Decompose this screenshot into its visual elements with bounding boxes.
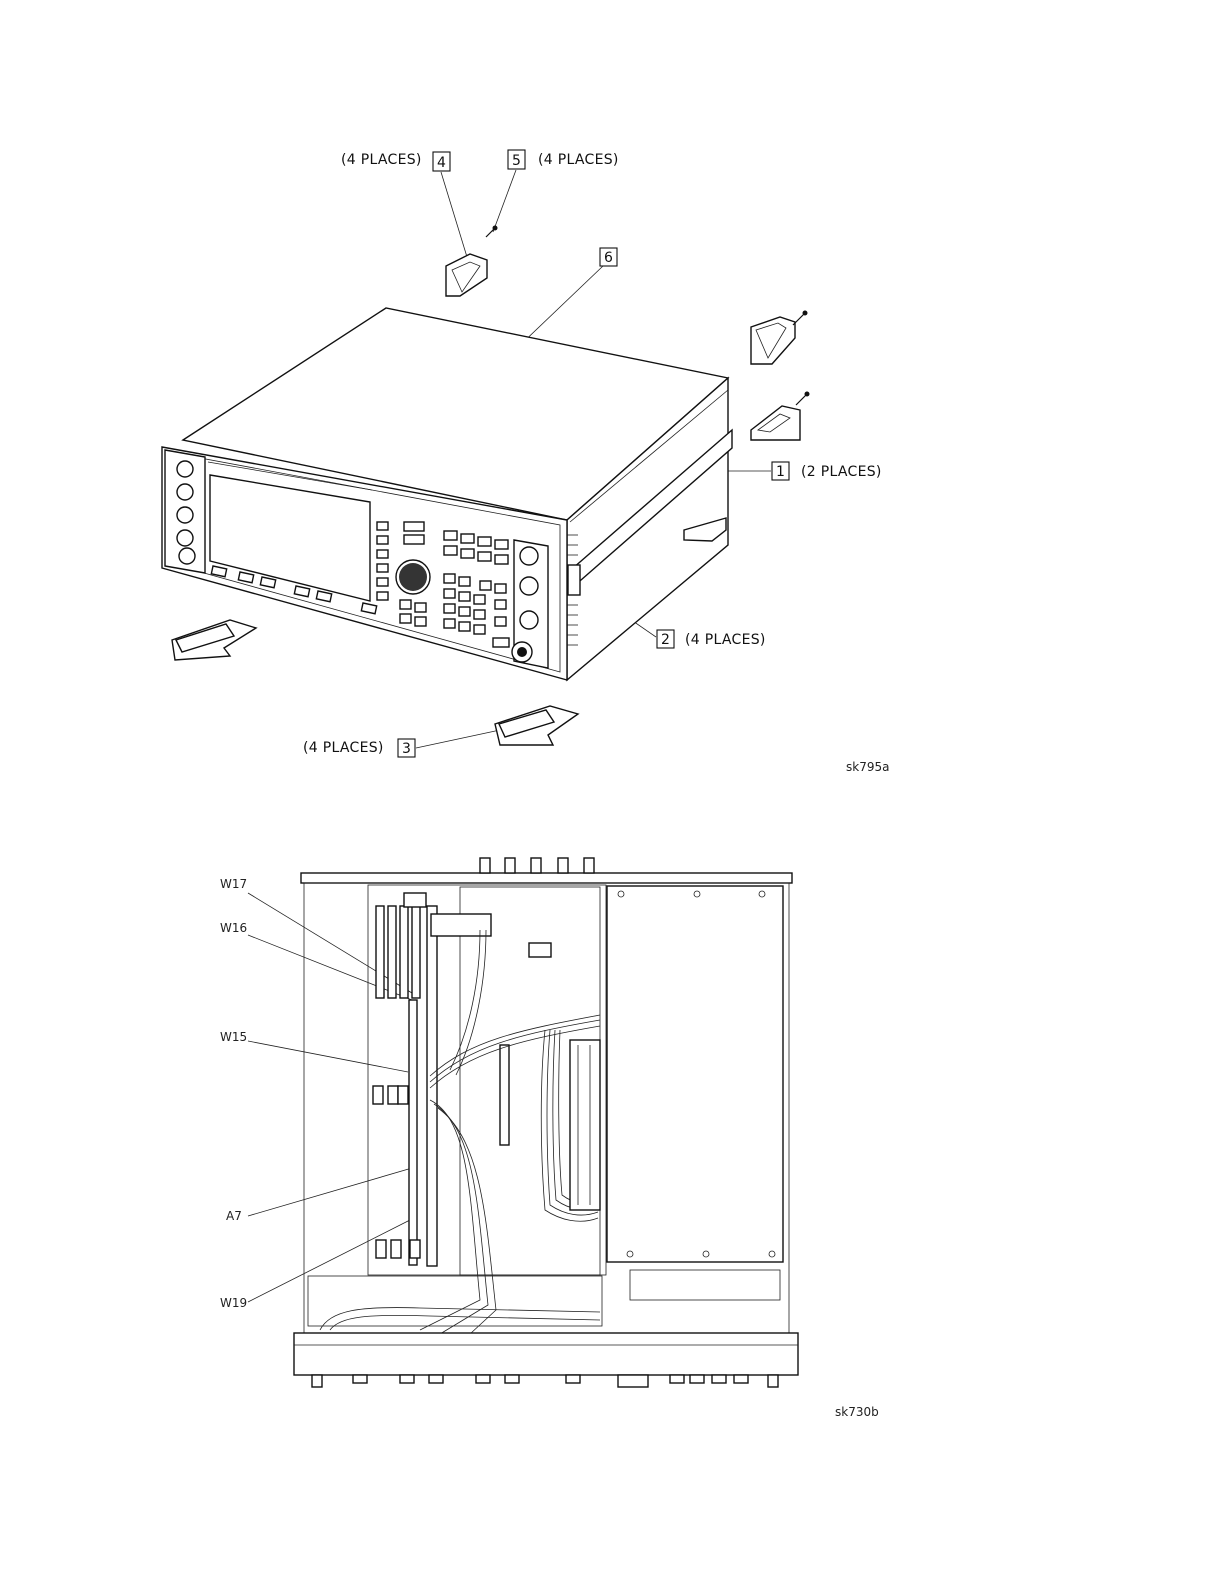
callout-w17: W17 — [220, 877, 247, 891]
rear-connectors — [480, 858, 594, 873]
pc-boards — [376, 893, 426, 998]
knob-2-icon — [177, 484, 193, 500]
callout-1-number: 1 — [776, 464, 785, 480]
figure-2-reference: sk730b — [835, 1405, 879, 1419]
leader-a7 — [248, 1168, 412, 1216]
leader-w15 — [248, 1041, 408, 1072]
connector-1-icon — [520, 547, 538, 565]
callout-5-text: (4 PLACES) — [538, 152, 619, 168]
corner-bracket-top-left — [446, 226, 498, 297]
callout-6-number: 6 — [604, 250, 613, 266]
connector-block — [529, 943, 551, 957]
vertical-board — [500, 1045, 509, 1145]
callout-3-text: (4 PLACES) — [303, 740, 384, 756]
connector-3-icon — [520, 611, 538, 629]
callout-w16: W16 — [220, 921, 247, 935]
rear-panel — [301, 873, 792, 883]
foot-left — [172, 620, 256, 660]
a7-board — [409, 1000, 417, 1265]
knob-4-icon — [177, 530, 193, 546]
foot-bottom — [495, 706, 578, 745]
connector-2-icon — [520, 577, 538, 595]
leader-4 — [441, 172, 467, 257]
side-handle-bracket — [568, 565, 580, 595]
callout-a7: A7 — [226, 1209, 242, 1223]
knob-3-icon — [177, 507, 193, 523]
callout-4-text: (4 PLACES) — [341, 152, 422, 168]
power-supply — [607, 886, 783, 1262]
callout-2-text: (4 PLACES) — [685, 632, 766, 648]
fan — [570, 1040, 600, 1210]
figure-exploded-view: (4 PLACES) 4 5 (4 PLACES) 6 1 (2 PLACES)… — [162, 150, 889, 774]
front-panel-rail — [294, 1333, 798, 1375]
callout-w15: W15 — [220, 1030, 247, 1044]
callout-5-number: 5 — [512, 153, 521, 169]
callout-2-number: 2 — [661, 632, 670, 648]
callout-1-text: (2 PLACES) — [801, 464, 882, 480]
figure-1-reference: sk795a — [846, 760, 889, 774]
figure-internal-view: W17 W16 W15 A7 W19 — [220, 858, 879, 1419]
ribbon-cable — [431, 914, 491, 936]
leader-3 — [416, 730, 500, 748]
callout-w19: W19 — [220, 1296, 247, 1310]
leader-w19 — [248, 1220, 410, 1302]
knob-5-icon — [179, 548, 195, 564]
front-panel-connectors — [312, 1375, 778, 1387]
callout-4-number: 4 — [437, 155, 446, 171]
corner-bracket-right-lower — [751, 392, 810, 441]
corner-bracket-right-upper — [751, 311, 808, 365]
callout-3-number: 3 — [402, 741, 411, 757]
signal-generator-instrument — [162, 308, 732, 680]
knob-1-icon — [177, 461, 193, 477]
leader-5 — [493, 170, 516, 232]
